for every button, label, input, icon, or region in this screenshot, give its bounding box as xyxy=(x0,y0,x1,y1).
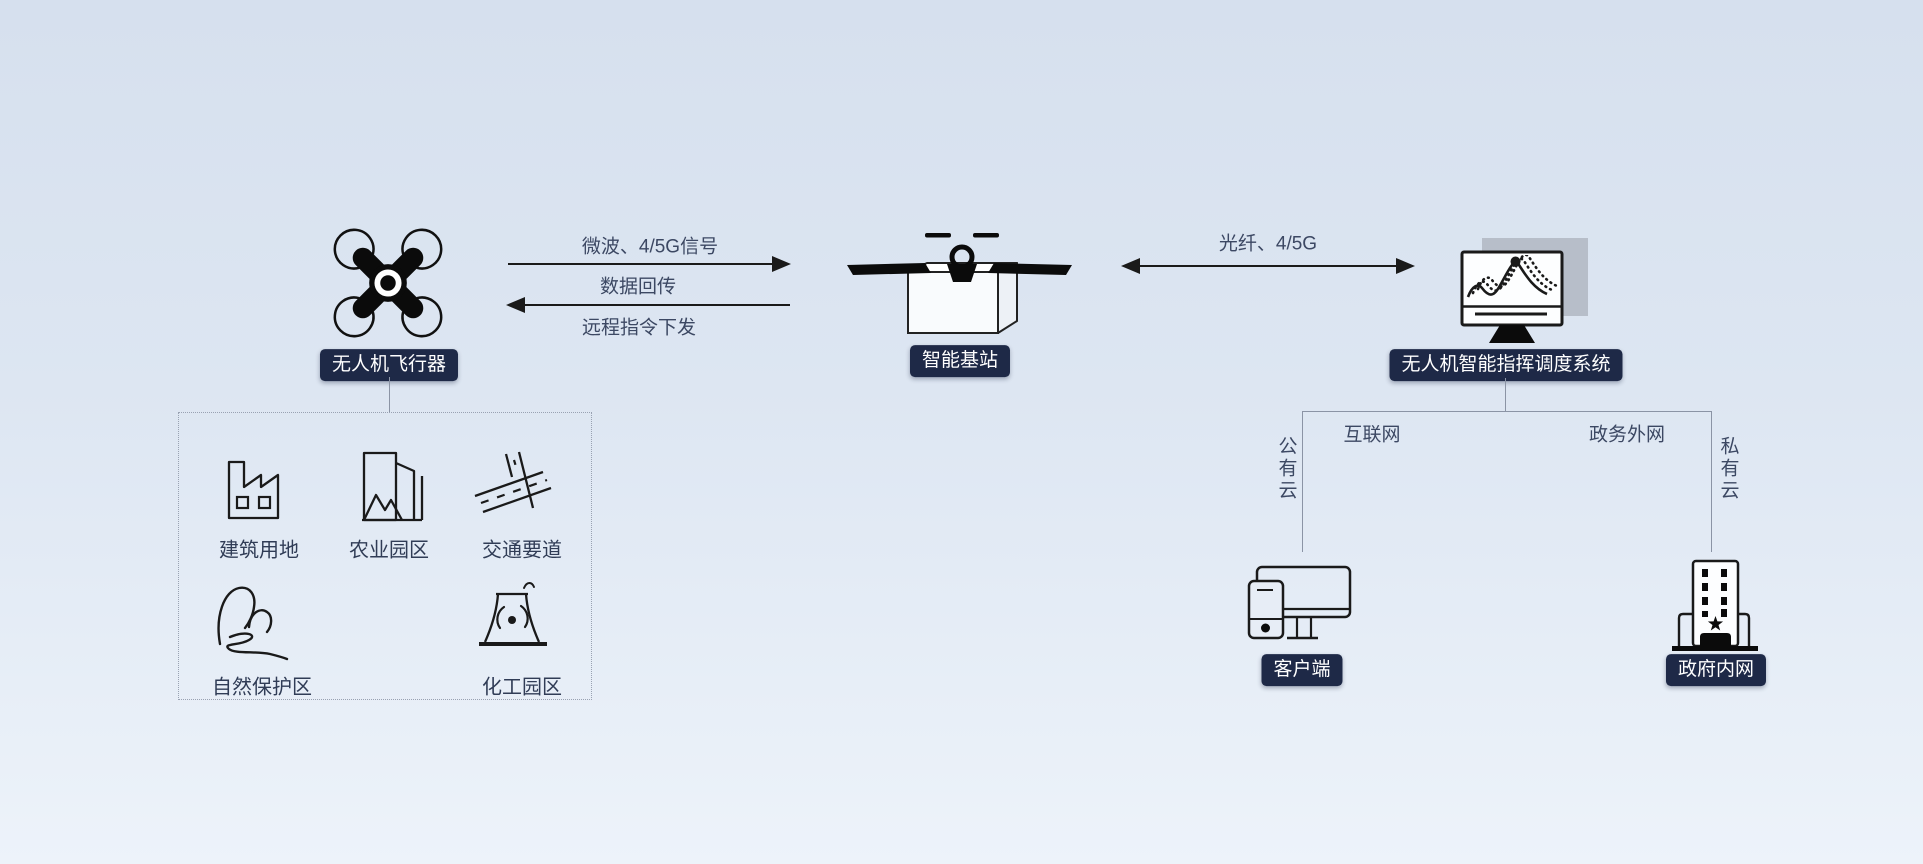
gov-intranet-node-label: 政府内网 xyxy=(1665,654,1767,686)
area-label-agriculture: 农业园区 xyxy=(349,539,429,562)
public-cloud-label: 公有云 xyxy=(1275,436,1297,502)
gov-branch-line xyxy=(1711,411,1712,552)
area-label-traffic: 交通要道 xyxy=(482,539,562,562)
client-devices-icon xyxy=(1247,565,1352,640)
data-return-label: 数据回传 xyxy=(599,276,677,298)
fiber-label: 光纤、4/5G xyxy=(1218,233,1318,255)
dispatch-system-node-label: 无人机智能指挥调度系统 xyxy=(1389,349,1623,381)
remote-command-label: 远程指令下发 xyxy=(581,317,697,339)
client-node-label: 客户端 xyxy=(1261,654,1343,686)
road-icon xyxy=(474,451,552,514)
drone-areas-connector-line xyxy=(389,377,390,412)
drone-icon xyxy=(333,228,443,338)
fiber-arrow-line xyxy=(1139,265,1397,267)
fiber-right-arrowhead-icon xyxy=(1396,258,1415,274)
downlink-arrow-line xyxy=(524,304,790,306)
dispatch-system-monitor-icon xyxy=(1460,238,1588,343)
fiber-left-arrowhead-icon xyxy=(1121,258,1140,274)
uplink-label: 微波、4/5G信号 xyxy=(581,236,719,258)
chemical-plant-icon xyxy=(479,582,547,646)
downlink-arrowhead-icon xyxy=(506,297,525,313)
uplink-arrow-line xyxy=(508,263,774,265)
base-station-node-label: 智能基站 xyxy=(909,345,1011,377)
agriculture-park-icon xyxy=(362,451,424,522)
area-label-nature-reserve: 自然保护区 xyxy=(212,676,312,699)
area-label-construction: 建筑用地 xyxy=(219,539,299,562)
base-station-icon xyxy=(847,233,1072,334)
government-building-icon xyxy=(1672,559,1758,651)
branch-horizontal-line xyxy=(1302,411,1712,412)
system-branch-connector-line xyxy=(1505,378,1506,411)
nature-reserve-icon xyxy=(217,586,289,661)
drone-node-label: 无人机飞行器 xyxy=(319,349,459,381)
private-cloud-label: 私有云 xyxy=(1717,436,1739,502)
client-branch-line xyxy=(1302,411,1303,552)
application-areas-box xyxy=(178,412,592,700)
gov-external-net-label: 政务外网 xyxy=(1588,424,1666,446)
internet-label: 互联网 xyxy=(1343,424,1401,446)
factory-icon xyxy=(227,460,280,520)
uplink-arrowhead-icon xyxy=(772,256,791,272)
area-label-chemical: 化工园区 xyxy=(482,676,562,699)
